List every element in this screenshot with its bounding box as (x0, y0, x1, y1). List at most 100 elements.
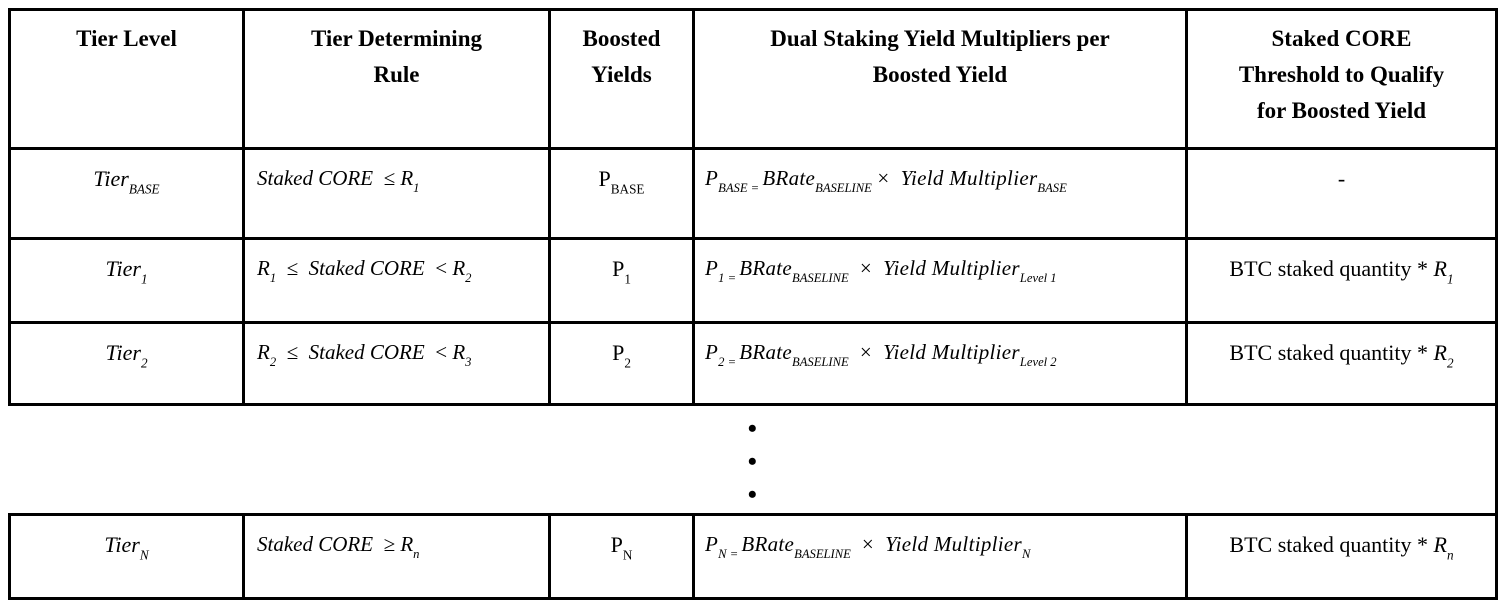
formula-subscript: 2 (624, 355, 631, 371)
formula-subscript: 2 (1446, 355, 1454, 371)
header-tier-level: Tier Level (8, 8, 245, 150)
cell-tier-rule: R1 ≤ Staked CORE < R2 (242, 237, 551, 324)
formula-text: - (1337, 166, 1346, 191)
formula-text: P (598, 166, 611, 191)
formula-text: ≤ (276, 256, 309, 280)
formula-text: Staked CORE (308, 256, 425, 280)
formula-text: × (848, 340, 878, 364)
formula-text: P (612, 340, 625, 365)
formula-subscript: 1 (140, 271, 148, 287)
cell-yield-multiplier: PBASE = BRateBASELINE × Yield Multiplier… (692, 147, 1188, 240)
formula-text: ≥ (383, 532, 401, 556)
formula-text: R (452, 256, 466, 280)
formula-subscript: N (1022, 546, 1031, 561)
table-row-tier-n: TierN Staked CORE ≥ Rn PN PN = BRateBASE… (8, 513, 1498, 600)
formula-subscript: N (622, 547, 633, 563)
formula-subscript: BASE (1037, 180, 1067, 195)
cell-tier-rule: Staked CORE ≥ Rn (242, 513, 551, 600)
tier-table: Tier Level Tier Determining Rule Boosted… (8, 8, 1498, 600)
formula-subscript: 1 (269, 270, 277, 285)
formula-text: R (1433, 340, 1447, 365)
formula-text: P (705, 532, 719, 556)
formula-text: P (705, 166, 719, 190)
formula-text: P (705, 340, 719, 364)
cell-tier-rule: Staked CORE ≤ R1 (242, 147, 551, 240)
header-tier-determining-rule: Tier Determining Rule (242, 8, 551, 150)
formula-subscript: 2 (465, 270, 472, 285)
table-row-tier-2: Tier2 R2 ≤ Staked CORE < R3 P2 P2 = BRat… (8, 321, 1498, 406)
formula-text: BRate (741, 532, 795, 556)
header-core-threshold: Staked CORE Threshold to Qualify for Boo… (1185, 8, 1498, 150)
formula-subscript: n (1446, 547, 1454, 563)
cell-yield-multiplier: P2 = BRateBASELINE × Yield MultiplierLev… (692, 321, 1188, 406)
cell-boosted-yield: PN (548, 513, 695, 600)
formula-subscript: N = (718, 546, 742, 561)
formula-subscript: BASELINE (792, 354, 849, 369)
formula-text: Tier (105, 256, 141, 281)
formula-text: Yield Multiplier (895, 166, 1038, 190)
cell-tier-rule: R2 ≤ Staked CORE < R3 (242, 321, 551, 406)
cell-core-threshold: BTC staked quantity * Rn (1185, 513, 1498, 600)
formula-subscript: 1 (413, 180, 420, 195)
formula-text: ≤ (383, 166, 401, 190)
formula-subscript: 2 = (718, 354, 740, 369)
formula-text: Yield Multiplier (879, 532, 1022, 556)
formula-text: R (1433, 256, 1447, 281)
formula-subscript: 2 (140, 355, 148, 371)
formula-subscript: 2 (269, 354, 277, 369)
formula-subscript: BASELINE (794, 546, 851, 561)
formula-text: Staked CORE (308, 340, 425, 364)
table-row-tier-base: TierBASE Staked CORE ≤ R1 PBASE PBASE = … (8, 147, 1498, 240)
formula-subscript: 1 = (718, 270, 740, 285)
formula-text: Staked CORE (257, 532, 384, 556)
formula-subscript: Level 1 (1019, 270, 1057, 285)
formula-text: Yield Multiplier (877, 340, 1020, 364)
cell-core-threshold: BTC staked quantity * R2 (1185, 321, 1498, 406)
formula-text: BRate (739, 256, 793, 280)
formula-text: × (848, 256, 878, 280)
formula-text: Tier (104, 532, 140, 557)
formula-text: R (452, 340, 466, 364)
formula-text: P (612, 256, 625, 281)
formula-text: P (705, 256, 719, 280)
cell-tier-level: TierBASE (8, 147, 245, 240)
cell-tier-level: Tier2 (8, 321, 245, 406)
cell-tier-level: TierN (8, 513, 245, 600)
formula-text: BRate (762, 166, 816, 190)
ellipsis-dots-icon: • • • (9, 403, 1498, 516)
cell-yield-multiplier: P1 = BRateBASELINE × Yield MultiplierLev… (692, 237, 1188, 324)
formula-text: R (400, 166, 414, 190)
formula-text: × (871, 166, 896, 190)
formula-subscript: 3 (465, 354, 472, 369)
formula-subscript: n (413, 546, 420, 561)
header-row: Tier Level Tier Determining Rule Boosted… (8, 8, 1498, 150)
cell-boosted-yield: P2 (548, 321, 695, 406)
formula-subscript: 1 (1446, 271, 1454, 287)
formula-text: Yield Multiplier (877, 256, 1020, 280)
formula-text: < (424, 340, 453, 364)
cell-yield-multiplier: PN = BRateBASELINE × Yield MultiplierN (692, 513, 1188, 600)
table-row-tier-1: Tier1 R1 ≤ Staked CORE < R2 P1 P1 = BRat… (8, 237, 1498, 324)
formula-text: P (610, 532, 623, 557)
formula-subscript: BASE = (718, 180, 763, 195)
cell-core-threshold: BTC staked quantity * R1 (1185, 237, 1498, 324)
formula-text: < (424, 256, 453, 280)
ellipsis-row: • • • (9, 403, 1498, 516)
header-yield-multipliers: Dual Staking Yield Multipliers per Boost… (692, 8, 1188, 150)
formula-subscript: 1 (624, 271, 631, 287)
cell-tier-level: Tier1 (8, 237, 245, 324)
formula-text: R (257, 340, 270, 364)
formula-text: BTC staked quantity * (1229, 340, 1434, 365)
formula-subscript: BASE (610, 181, 645, 197)
cell-core-threshold: - (1185, 147, 1498, 240)
formula-text: Tier (93, 166, 129, 191)
formula-subscript: N (139, 547, 149, 563)
header-boosted-yields: Boosted Yields (548, 8, 695, 150)
formula-text: R (1433, 532, 1447, 557)
formula-subscript: BASELINE (792, 270, 849, 285)
cell-boosted-yield: P1 (548, 237, 695, 324)
formula-text: R (400, 532, 414, 556)
formula-text: ≤ (276, 340, 309, 364)
formula-text: BTC staked quantity * (1229, 256, 1434, 281)
